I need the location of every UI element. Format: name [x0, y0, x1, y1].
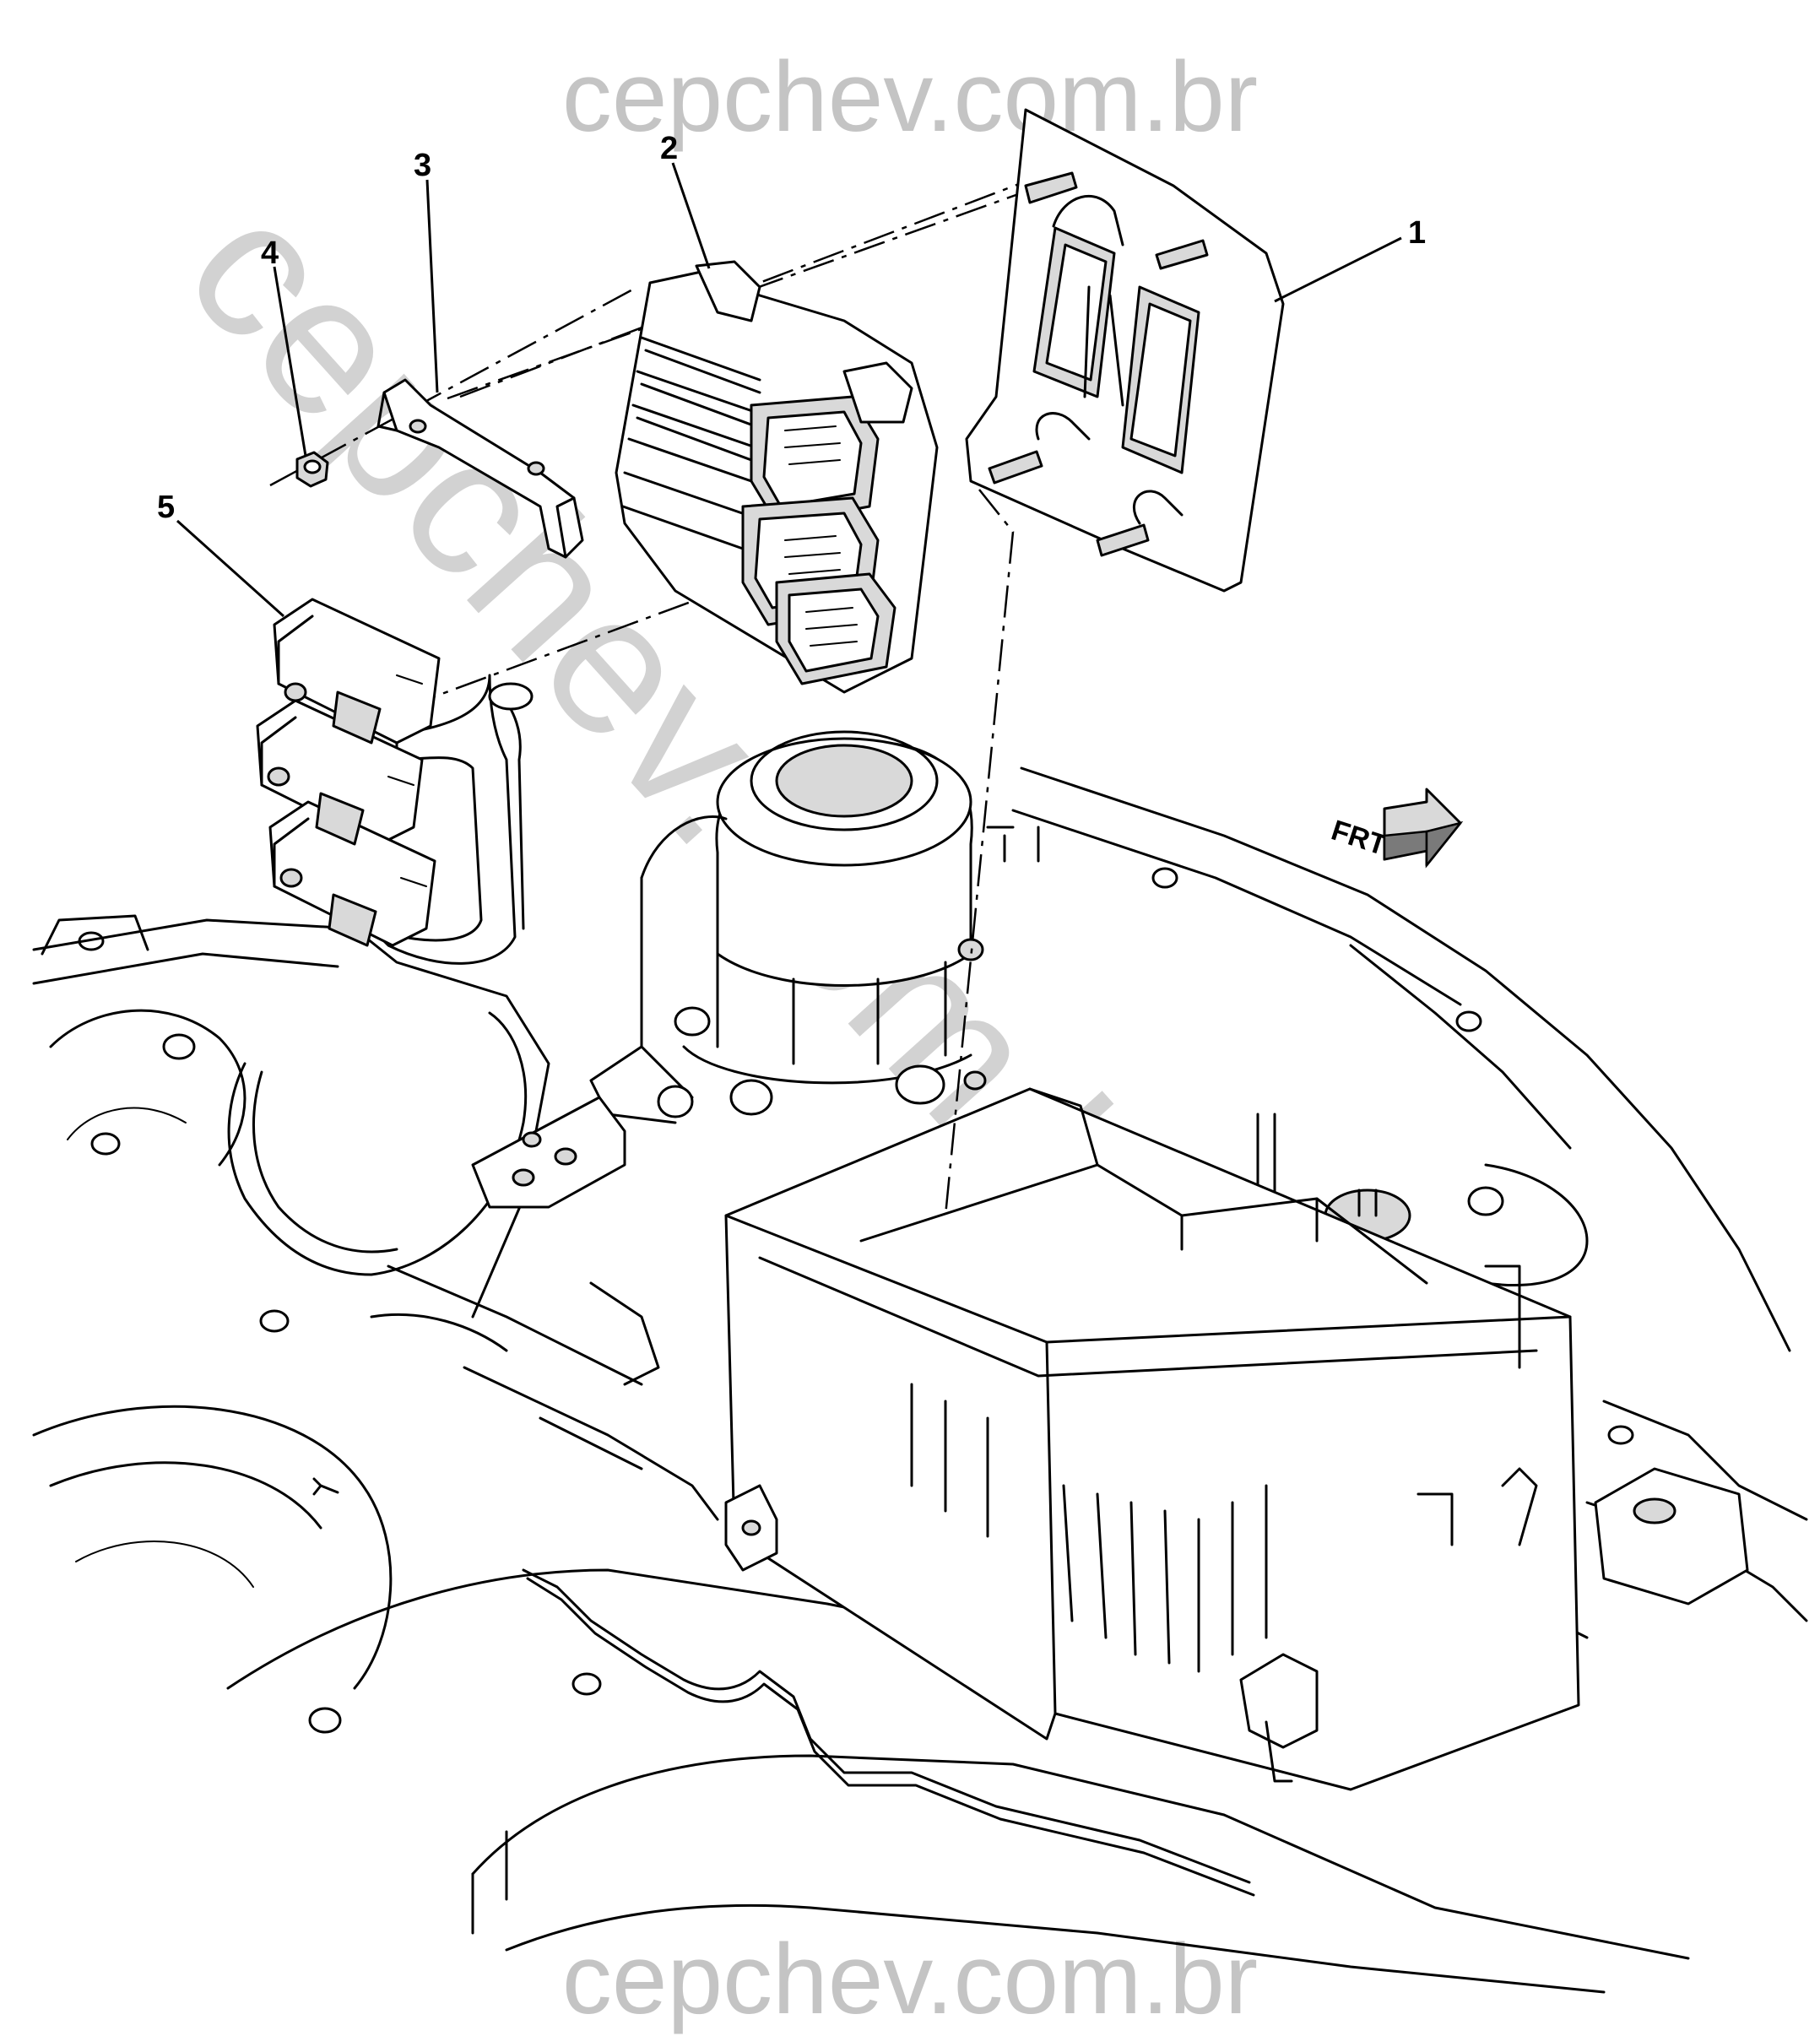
- callout-3: 3: [414, 148, 439, 393]
- callouts: 1 2 3 4 5: [157, 131, 1426, 618]
- watermark-top: cepchev.com.br: [562, 41, 1258, 153]
- part-1-mounting-plate: [965, 108, 1285, 593]
- part-4-nut: [295, 451, 329, 488]
- watermark-bottom: cepchev.com.br: [562, 1924, 1258, 2035]
- tray-ribs: [910, 1383, 1268, 1673]
- callout-4: 4: [261, 236, 307, 457]
- assembly-guide-lines: [269, 180, 1026, 1216]
- svg-text:4: 4: [261, 236, 279, 271]
- arrow-right-icon: [1383, 788, 1464, 869]
- heat-sink-fins: [621, 336, 761, 550]
- callout-1: 1: [1274, 215, 1426, 303]
- part-5-harness-connectors: [256, 598, 534, 965]
- part-2-engine-control-module: [615, 260, 939, 694]
- svg-text:2: 2: [660, 131, 678, 166]
- svg-text:5: 5: [157, 490, 175, 525]
- callout-2: 2: [660, 131, 711, 269]
- part-3-bracket: [376, 378, 584, 559]
- callout-5: 5: [157, 490, 285, 618]
- svg-text:3: 3: [414, 148, 431, 183]
- electronics-tray: [724, 1087, 1580, 1791]
- vehicle-body-linework: [32, 730, 1808, 1994]
- svg-text:1: 1: [1408, 215, 1426, 251]
- frt-label: FRT: [1328, 814, 1391, 862]
- frt-direction-indicator: FRT: [1328, 788, 1464, 869]
